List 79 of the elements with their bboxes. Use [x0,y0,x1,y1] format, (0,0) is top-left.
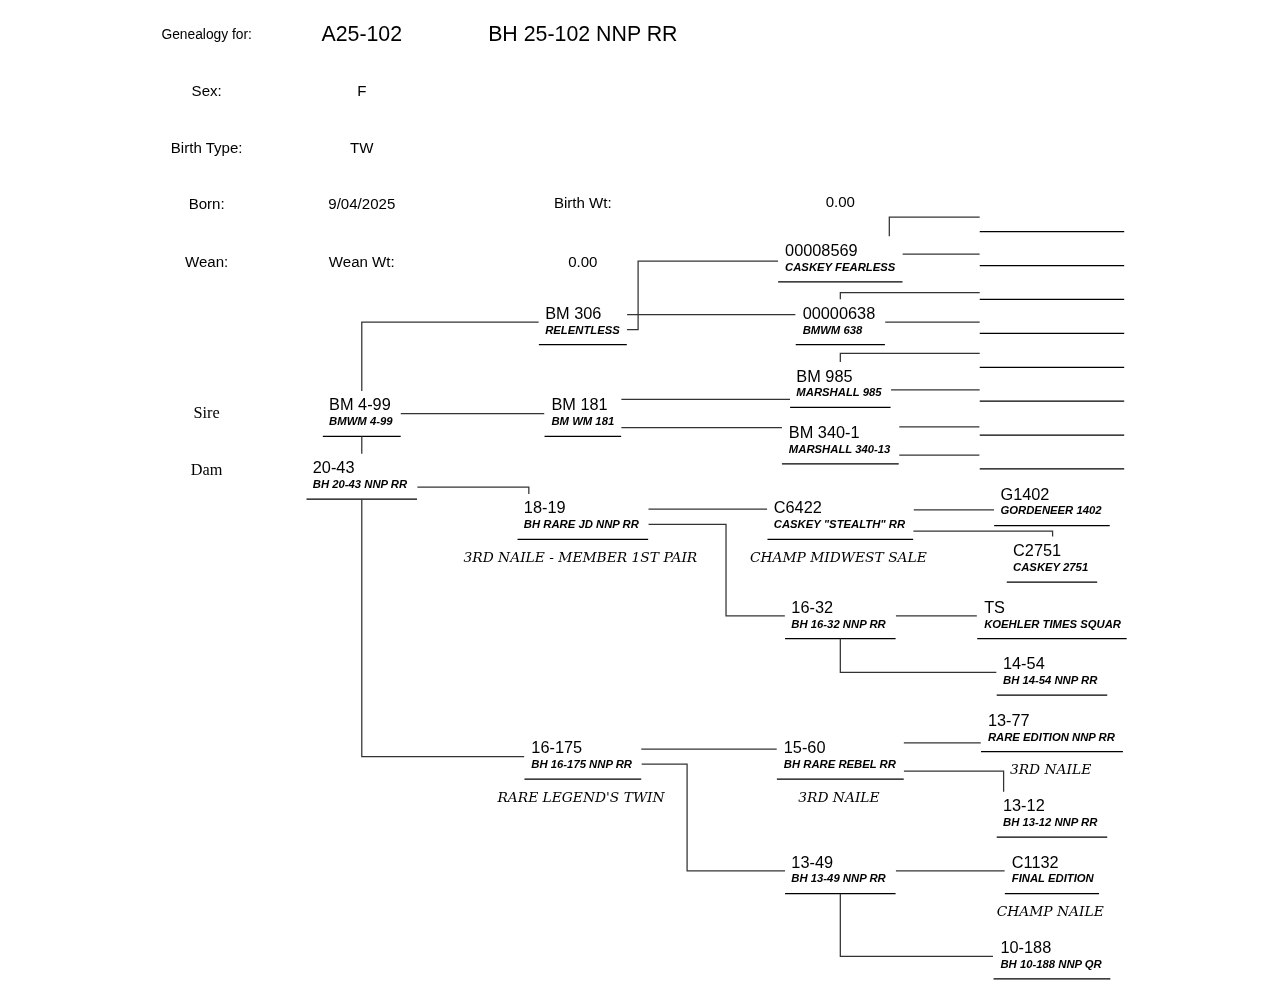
connector [902,742,981,744]
connector [416,486,529,495]
connector [620,426,783,429]
label: Genealogy for: [160,26,252,43]
node-bar [978,332,1125,334]
node-bar [978,298,1125,301]
label: BH 25-102 NNP RR [487,21,678,46]
connector [640,763,786,872]
label: Birth Type: [170,138,243,156]
node-bar [978,434,1125,436]
label: TW [349,138,373,156]
label: 9/04/2025 [327,195,395,213]
node-bar [978,231,1125,233]
node-text: C2751 CASKEY 2751 [1012,541,1088,573]
connector [839,352,980,363]
label: Sire [193,403,220,422]
node-label: 3RD NAILE - MEMBER 1ST PAIR [463,548,697,565]
node-text: 20-43 BH 20-43 NNP RR [312,458,407,491]
label: Wean: [184,252,228,270]
label: Born: [188,195,225,213]
node-text: 00000638 BMWM 638 [802,303,875,336]
connector [625,260,779,331]
node-bar [978,366,1125,368]
connector [888,216,980,237]
node-text: 15-60 BH RARE REBEL RR [783,738,896,771]
node-text: 14-54 BH 14-54 NNP RR [1002,654,1097,687]
label: Sex: [191,82,222,100]
node-label: RARE LEGEND'S TWIN [496,788,665,805]
connector [912,509,995,511]
connector [625,313,796,316]
label: 0.00 [567,252,597,270]
connector [894,615,977,617]
connector [839,291,980,300]
connector [360,321,539,392]
node-text: TS KOEHLER TIMES SQUAR [983,597,1121,630]
node-text: BM 306 RELENTLESS [544,303,620,336]
connector [360,498,525,758]
connector [898,426,980,428]
node-text: C1132 FINAL EDITION [1011,852,1094,885]
connector [647,508,768,510]
node-text: BM 985 MARSHALL 985 [795,366,882,399]
connector [901,253,980,255]
connector [647,523,785,617]
node-bar [978,400,1125,402]
connector [889,389,980,391]
connector [640,748,777,750]
node-text: 13-12 BH 13-12 NNP RR [1002,796,1097,828]
node-text: BM 340-1 MARSHALL 340-13 [788,423,890,455]
label: A25-102 [320,21,402,46]
node-text: 13-77 RARE EDITION NNP RR [987,710,1115,743]
connector [839,638,997,674]
connector [839,893,994,957]
connector [399,413,545,415]
connector [898,454,980,456]
label: Wean Wt: [328,252,395,270]
label: Dam [190,459,223,479]
node-bar [978,264,1125,267]
node-bar [978,468,1125,470]
node-text: 13-49 BH 13-49 NNP RR [790,852,886,885]
node-text: 18-19 BH RARE JD NNP RR [523,498,639,531]
node-text: 16-32 BH 16-32 NNP RR [790,597,886,630]
connector [902,770,1004,793]
node-text: 10-188 BH 10-188 NNP QR [999,938,1102,970]
label: F [356,82,366,100]
node-text: 00008569 CASKEY FEARLESS [784,240,895,273]
connector [894,870,1005,872]
node-label: CHAMP MIDWEST SALE [749,548,927,565]
connector [620,398,791,400]
node-text: BM 181 BM WM 181 [550,395,614,428]
connector [884,321,980,323]
label: 0.00 [825,192,855,210]
node-text: BM 4-99 BMWM 4-99 [328,395,393,428]
label: Birth Wt: [553,193,612,211]
node-label: 3RD NAILE [797,788,880,805]
node-label: CHAMP NAILE [996,902,1104,919]
node-text: C6422 CASKEY "STEALTH" RR [773,498,905,531]
node-text: G1402 GORDENEER 1402 [999,484,1102,517]
node-text: 16-175 BH 16-175 NNP RR [530,738,632,771]
node-label: 3RD NAILE [1009,760,1091,777]
